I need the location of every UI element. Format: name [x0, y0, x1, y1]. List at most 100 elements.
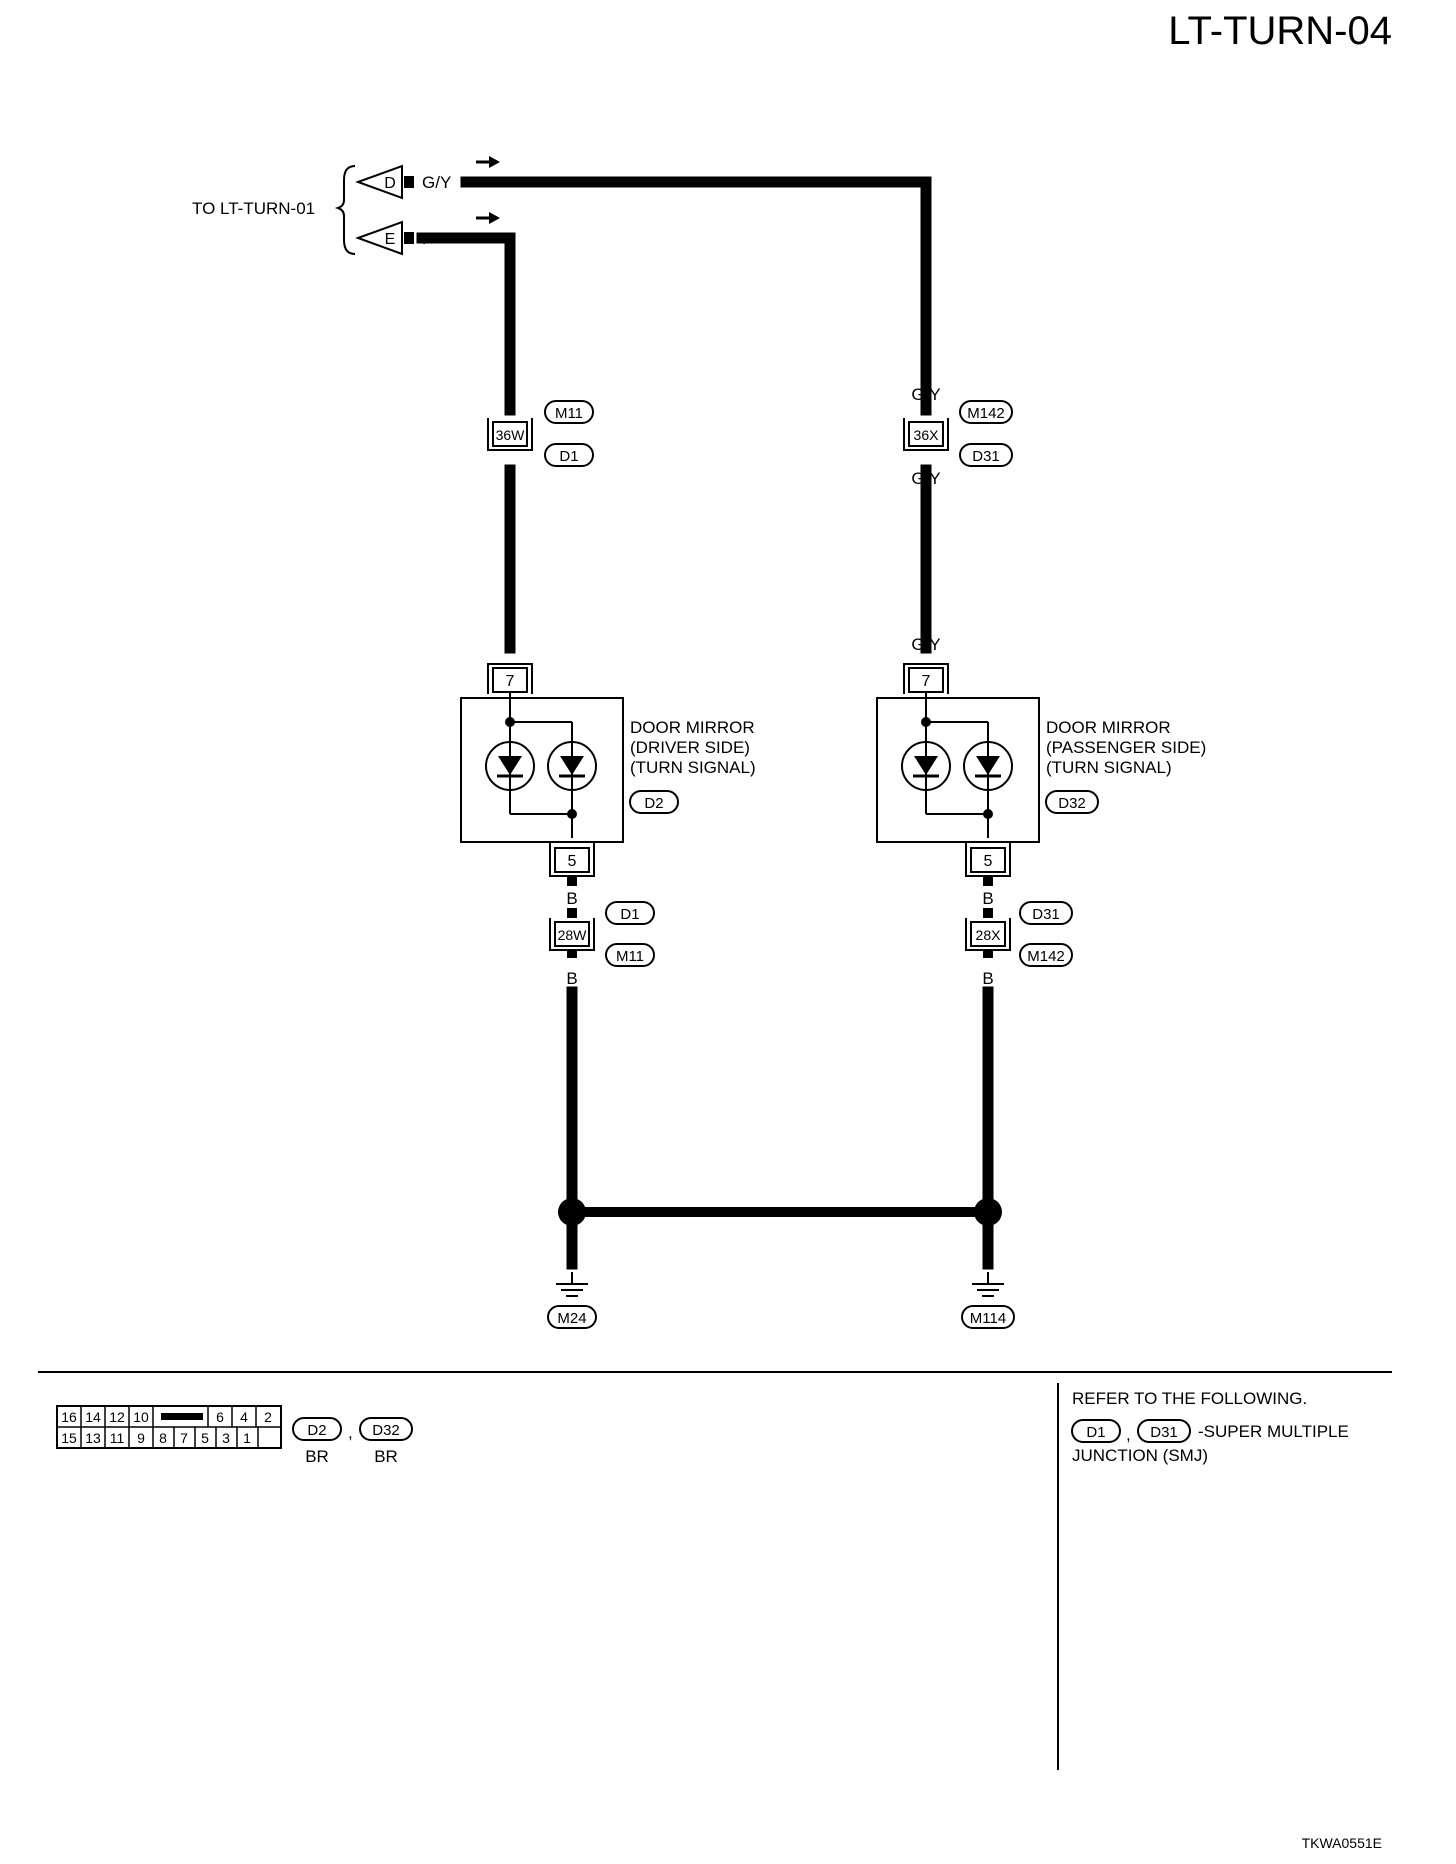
pin-cell: 14: [85, 1409, 101, 1425]
component-name-line: (TURN SIGNAL): [1046, 758, 1172, 777]
connector-tag: [1019, 901, 1073, 925]
joint-connector-box: [554, 921, 590, 947]
connector-tag: [1019, 943, 1073, 967]
wire-p-upper: [416, 232, 516, 416]
wire-label: G/Y: [911, 635, 940, 654]
ground-tag-text: M24: [557, 1310, 586, 1327]
pin-box: [970, 847, 1006, 873]
wire-label: B: [982, 1253, 993, 1272]
pin-cell: 5: [201, 1430, 209, 1446]
connector-tag-text: D1: [559, 448, 578, 465]
ground-tag-text: M114: [970, 1310, 1006, 1327]
refer-text: -SUPER MULTIPLE: [1198, 1422, 1349, 1441]
connector-tag-text: M142: [967, 405, 1005, 422]
pin-cell: 15: [61, 1430, 77, 1446]
pin-cell: 10: [133, 1409, 149, 1425]
junction-dot: [983, 809, 993, 819]
led-icon: [485, 741, 535, 791]
connector-color: BR: [374, 1447, 398, 1466]
connector-e-arrow-shape: [355, 220, 403, 256]
pin-cell: 8: [159, 1430, 167, 1446]
connector-tag-text: D1: [620, 906, 639, 923]
connector-face: 16 14 12 10 6 4 2 15 13 11 9 8 7 5 3 1 D…: [56, 1405, 413, 1466]
refer-section: REFER TO THE FOLLOWING. D1 , D31 -SUPER …: [1071, 1389, 1349, 1465]
connector-tag-text: D1: [1086, 1424, 1105, 1441]
page-title: LT-TURN-04: [1168, 9, 1392, 53]
junction-dot: [567, 809, 577, 819]
pin-cell: 16: [61, 1409, 77, 1425]
pin-cell: 6: [216, 1409, 224, 1425]
connector-e-pin: [404, 232, 414, 244]
connector-d-pin: [404, 176, 414, 188]
connector-d-id: D: [384, 175, 396, 192]
connector-tag-text: D31: [1032, 906, 1060, 923]
wire-label: P: [504, 385, 515, 404]
connector-tag-text: D2: [644, 795, 663, 812]
wire-gy-upper: [460, 176, 932, 416]
junction-dot: [921, 717, 931, 727]
pin-bracket: [487, 663, 533, 694]
connector-tag: [292, 1417, 342, 1441]
component-name-line: (PASSENGER SIDE): [1046, 738, 1206, 757]
joint-label: 28W: [558, 927, 588, 943]
driver-branch: P 36W M11 D1 P P 7: [460, 385, 756, 1329]
pin-cell: 12: [109, 1409, 125, 1425]
wire-label: P: [504, 635, 515, 654]
joint-connector-bracket: [487, 418, 533, 451]
joint-label: 36W: [496, 427, 526, 443]
led-icon: [901, 741, 951, 791]
joint-connector-box: [492, 421, 528, 447]
separator: ,: [348, 1423, 353, 1442]
joint-connector-bracket: [903, 418, 949, 451]
connector-d-wire-label: G/Y: [422, 173, 451, 192]
wire-label: B: [566, 969, 577, 988]
wire-label: G/Y: [911, 385, 940, 404]
refer-heading: REFER TO THE FOLLOWING.: [1072, 1389, 1307, 1408]
component-name-line: DOOR MIRROR: [630, 718, 755, 737]
connector-d: D G/Y: [355, 156, 500, 200]
wire-label: P: [504, 469, 515, 488]
door-mirror-driver-box: [460, 697, 624, 843]
connector-tag: [959, 400, 1013, 424]
wire-label: B: [566, 1253, 577, 1272]
led-icon: [963, 741, 1013, 791]
pin-cell: 2: [264, 1409, 272, 1425]
connector-tag-text: M11: [616, 948, 644, 965]
ground-tag: [961, 1305, 1015, 1329]
connector-tag: [544, 400, 594, 424]
figure-id: TKWA0551E: [1302, 1835, 1382, 1851]
ground-icon: [556, 1272, 588, 1297]
joint-connector-box: [970, 921, 1006, 947]
connector-e-id: E: [385, 231, 396, 248]
pin-box: [554, 847, 590, 873]
connector-tag-text: D32: [1058, 795, 1086, 812]
pin-number: 7: [506, 673, 515, 690]
joint-connector-box: [908, 421, 944, 447]
wire-label: B: [566, 889, 577, 908]
pin-cell: 9: [137, 1430, 145, 1446]
connector-tag-text: M142: [1027, 948, 1065, 965]
refer-text: JUNCTION (SMJ): [1072, 1446, 1208, 1465]
connector-tag: [605, 901, 655, 925]
pin-cell: 3: [222, 1430, 230, 1446]
pin-cell: 11: [110, 1430, 125, 1446]
pin-number: 7: [922, 673, 931, 690]
connector-tag: [959, 443, 1013, 467]
pin-cell: 7: [180, 1430, 188, 1446]
connector-tag: [629, 790, 679, 814]
connector-tag: [1071, 1419, 1121, 1443]
ground-icon: [972, 1272, 1004, 1297]
pin-number: 5: [984, 853, 993, 870]
connector-tag-text: D2: [307, 1422, 326, 1439]
door-mirror-passenger-box: [876, 697, 1040, 843]
joint-label: 28X: [976, 927, 1002, 943]
connector-face-key: [161, 1413, 203, 1420]
source-label: TO LT-TURN-01: [192, 199, 315, 218]
component-name-line: (TURN SIGNAL): [630, 758, 756, 777]
wires: [416, 176, 994, 1270]
source-brace: [334, 165, 356, 255]
pin-cell: 13: [85, 1430, 101, 1446]
wire-label: B: [982, 969, 993, 988]
